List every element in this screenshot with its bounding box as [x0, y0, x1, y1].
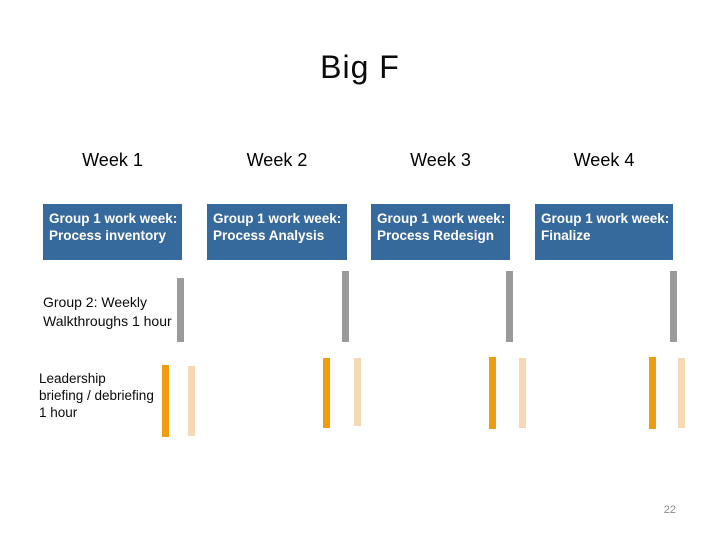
- task-box-week1: Group 1 work week: Process inventory: [43, 204, 182, 260]
- task-box-line2: Finalize: [541, 228, 591, 243]
- row-label-line: Group 2: Weekly: [43, 294, 148, 310]
- task-box-line2: Process inventory: [49, 228, 167, 243]
- row-label-group2: Group 2: Weekly Walkthroughs 1 hour: [43, 293, 172, 331]
- week-4-header: Week 4: [573, 150, 635, 170]
- task-box-line2: Process Redesign: [377, 228, 495, 243]
- task-box-week3: Group 1 work week: Process Redesign: [371, 204, 510, 260]
- week-2-header: Week 2: [246, 150, 308, 170]
- task-box-line1: Group 1 work week:: [377, 211, 506, 226]
- page-number: 22: [663, 504, 676, 516]
- briefing-bar-light-week2: [354, 358, 361, 426]
- briefing-bar-dark-week4: [649, 357, 656, 429]
- row-label-leadership: Leadership briefing / debriefing 1 hour: [39, 370, 154, 421]
- task-box-week4: Group 1 work week: Finalize: [535, 204, 673, 260]
- task-box-line1: Group 1 work week:: [213, 211, 342, 226]
- walkthrough-bar-week2: [342, 271, 349, 342]
- briefing-bar-light-week4: [678, 358, 685, 428]
- row-label-line: briefing / debriefing: [39, 388, 154, 403]
- walkthrough-bar-week4: [670, 271, 677, 342]
- week-1-header: Week 1: [82, 150, 143, 170]
- walkthrough-bar-week1: [177, 278, 184, 342]
- row-label-line: 1 hour: [39, 405, 78, 420]
- briefing-bar-dark-week1: [162, 365, 169, 437]
- row-label-line: Walkthroughs 1 hour: [43, 313, 172, 329]
- briefing-bar-dark-week3: [489, 357, 496, 429]
- task-box-line2: Process Analysis: [213, 228, 325, 243]
- walkthrough-bar-week3: [506, 271, 513, 342]
- slide-title: Big F: [320, 49, 400, 85]
- task-box-line1: Group 1 work week:: [541, 211, 670, 226]
- row-label-line: Leadership: [39, 371, 106, 386]
- week-3-header: Week 3: [410, 150, 471, 170]
- task-box-week2: Group 1 work week: Process Analysis: [207, 204, 347, 260]
- task-box-line1: Group 1 work week:: [49, 211, 178, 226]
- briefing-bar-light-week1: [188, 366, 195, 436]
- briefing-bar-dark-week2: [323, 358, 330, 428]
- briefing-bar-light-week3: [519, 358, 526, 428]
